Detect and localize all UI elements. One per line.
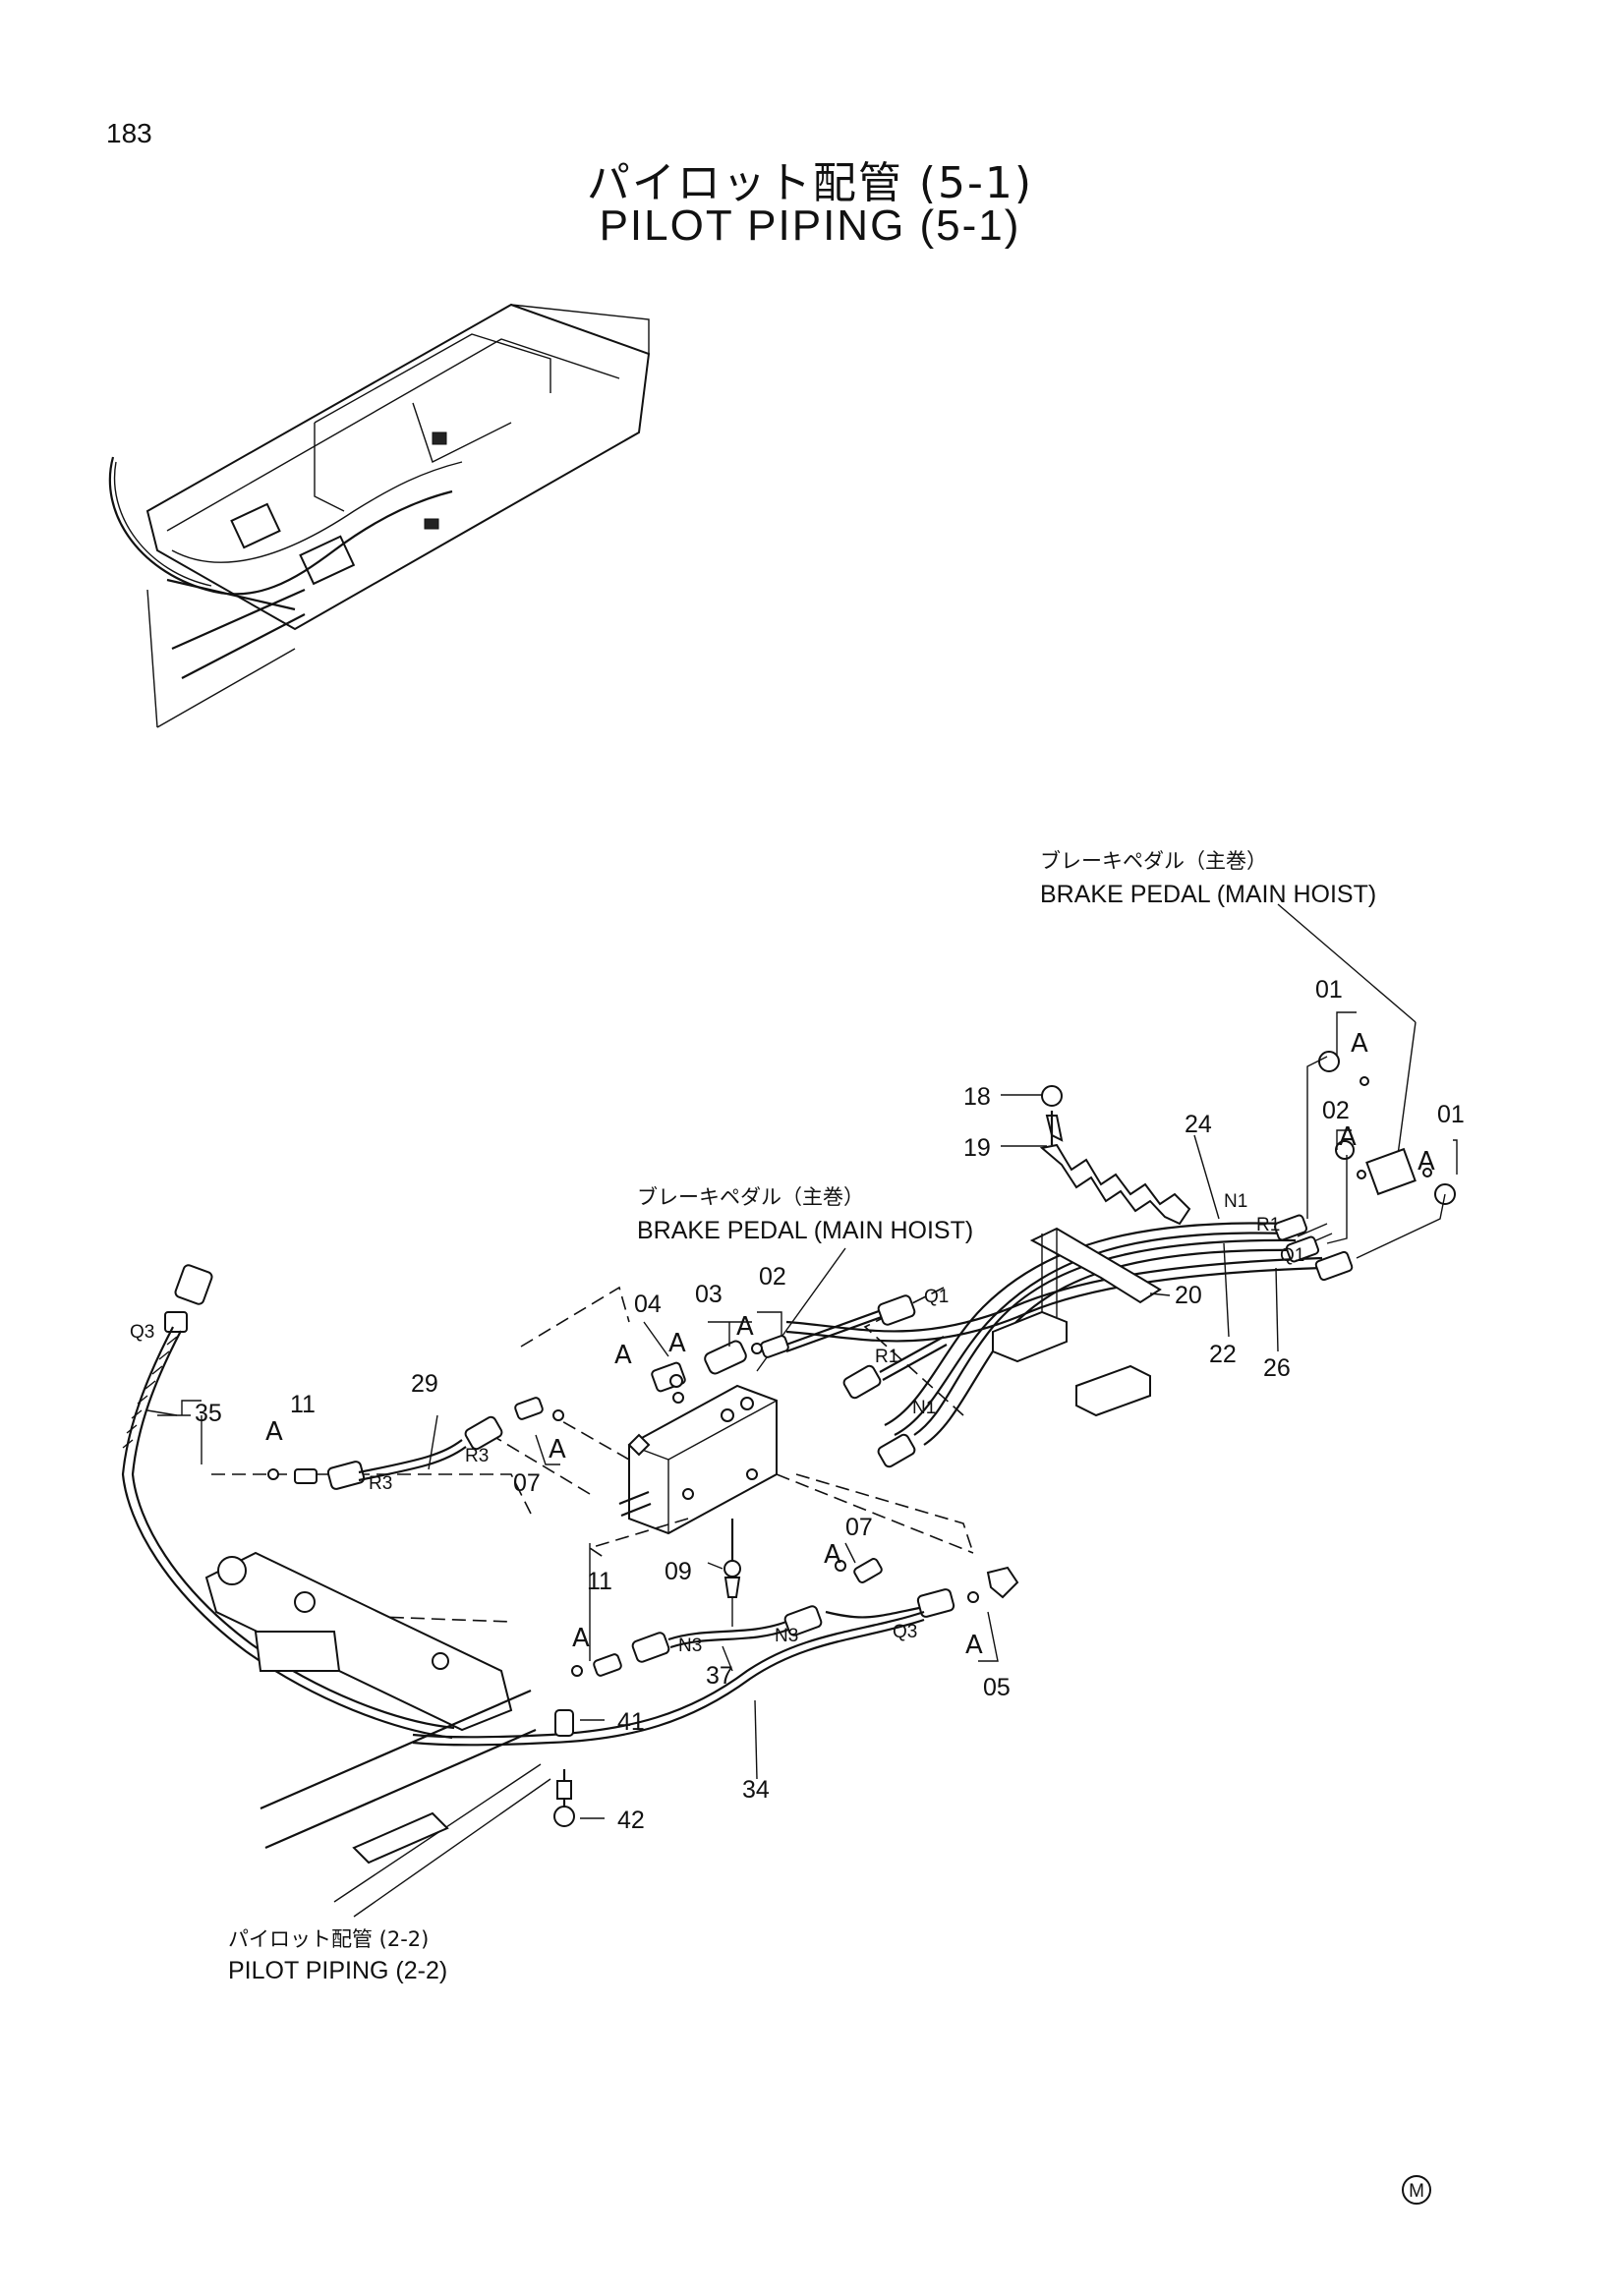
- hose-34-37-assembly: [412, 1558, 1019, 1747]
- manual-mark: M: [1402, 2175, 1431, 2205]
- callout-11-upper: 11: [290, 1391, 316, 1418]
- detail-mark-a-11: A: [965, 1631, 983, 1660]
- detail-mark-a-10: A: [572, 1624, 590, 1653]
- callout-leaders: [146, 1011, 1458, 1819]
- port-label-n1-upper: N1: [1224, 1191, 1247, 1212]
- clamp-assembly-18-19-20: [992, 1085, 1191, 1417]
- page-title-japanese: パイロット配管 (5-1): [586, 158, 1034, 208]
- port-label-q1-lower: Q1: [924, 1287, 949, 1307]
- detail-mark-a-7: A: [265, 1417, 283, 1447]
- callout-05: 05: [983, 1674, 1011, 1701]
- callout-20: 20: [1175, 1282, 1202, 1309]
- callout-07-lower: 07: [845, 1514, 873, 1541]
- callout-09: 09: [665, 1558, 692, 1585]
- callout-02-right: 02: [1322, 1097, 1350, 1124]
- callout-04: 04: [634, 1291, 662, 1318]
- detail-mark-a-4: A: [736, 1312, 754, 1342]
- detail-mark-a-6: A: [614, 1341, 632, 1370]
- port-label-n1-lower: N1: [912, 1398, 936, 1418]
- page-title-english: PILOT PIPING (5-1): [599, 201, 1021, 250]
- port-label-n3-right: N3: [775, 1626, 798, 1646]
- callout-22: 22: [1209, 1341, 1237, 1368]
- callout-01-right: 01: [1437, 1101, 1465, 1128]
- callout-03: 03: [695, 1281, 723, 1308]
- detail-mark-a-1: A: [1351, 1029, 1368, 1059]
- detail-mark-a-3: A: [1418, 1147, 1435, 1177]
- detail-mark-a-8: A: [549, 1435, 566, 1464]
- callout-41: 41: [617, 1708, 645, 1736]
- port-label-q1-upper: Q1: [1280, 1245, 1304, 1266]
- callout-35: 35: [195, 1400, 222, 1427]
- callout-24: 24: [1185, 1111, 1212, 1138]
- cab-overview-inset: [108, 303, 651, 728]
- brake-pedal-top-label-en: BRAKE PEDAL (MAIN HOIST): [1040, 881, 1376, 908]
- detail-mark-a-2: A: [1339, 1122, 1357, 1152]
- hoses-22-24-26: [785, 1056, 1446, 1446]
- hose-35: [121, 1264, 455, 1740]
- brake-pedal-valve-right: [1318, 1051, 1456, 1205]
- lower-manifold: [204, 1551, 575, 1918]
- callout-18: 18: [963, 1083, 991, 1111]
- detail-mark-a-5: A: [668, 1329, 686, 1358]
- brake-pedal-mid-label-en: BRAKE PEDAL (MAIN HOIST): [637, 1217, 973, 1244]
- pilot-piping-ref-en: PILOT PIPING (2-2): [228, 1957, 447, 1984]
- port-label-r1-lower: R1: [875, 1347, 898, 1367]
- callout-42: 42: [617, 1807, 645, 1834]
- detail-mark-a-9: A: [824, 1540, 841, 1570]
- callout-34: 34: [742, 1776, 770, 1804]
- callout-02-center: 02: [759, 1263, 786, 1291]
- callout-29: 29: [411, 1370, 438, 1398]
- page-number: 183: [106, 118, 152, 148]
- callout-11-lower: 11: [587, 1568, 612, 1595]
- port-label-q3-left: Q3: [130, 1322, 154, 1343]
- pilot-piping-ref-jp: パイロット配管 (2-2): [228, 1927, 429, 1951]
- port-label-r1-upper: R1: [1256, 1215, 1280, 1235]
- port-label-n3-left: N3: [678, 1636, 702, 1656]
- fittings-02-03-04: [651, 1294, 948, 1468]
- callout-01-top: 01: [1315, 976, 1343, 1004]
- brake-pedal-top-label-jp: ブレーキペダル（主巻）: [1040, 849, 1267, 873]
- callout-37: 37: [706, 1662, 733, 1690]
- port-label-r3-upper: R3: [465, 1446, 489, 1466]
- port-label-r3-lower: R3: [369, 1473, 392, 1494]
- callout-19: 19: [963, 1134, 991, 1162]
- brake-pedal-mid-label-jp: ブレーキペダル（主巻）: [637, 1185, 864, 1209]
- callout-26: 26: [1263, 1354, 1291, 1382]
- callout-07-upper: 07: [513, 1469, 541, 1497]
- manual-mark-letter: M: [1409, 2181, 1424, 2202]
- brake-pedal-top-leader: [1277, 903, 1417, 1171]
- hose-29-assembly: [267, 1397, 564, 1490]
- port-label-q3-right: Q3: [893, 1622, 917, 1642]
